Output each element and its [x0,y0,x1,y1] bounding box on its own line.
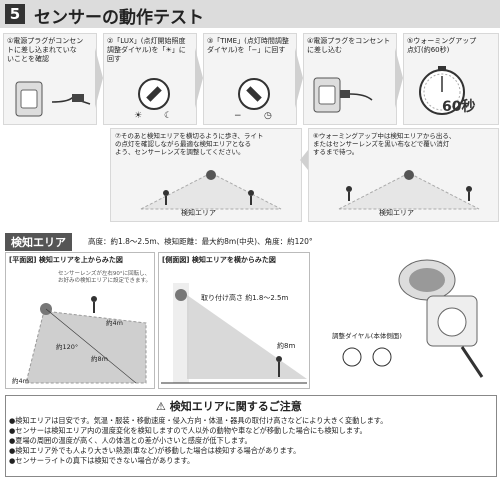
flow-arrow [395,48,403,108]
flow-arrow [295,48,303,108]
step-4-text: ④電源プラグをコンセントに差し込む [307,37,391,54]
caution-line: ●センサーライトの真下は検知できない場合があります。 [9,456,195,465]
step-1-text: ①電源プラグがコンセントに差し込まれていないことを確認 [7,37,84,63]
caution-line: ●検知エリアは目安です。気温・服装・移動速度・侵入方向・体温・器具の取付け高さな… [9,416,388,425]
timer-icon [419,66,465,115]
step-3-panel: ③「TIME」(点灯時間調整ダイヤル)を「−」に回す − ◷ [203,33,297,125]
plan-dist-2: 約8m [91,355,108,363]
side-view-dist: 約8m [277,342,296,350]
product-image: 調整ダイヤル(本体側面) [312,252,497,387]
svg-text:−: − [234,111,242,121]
caution-line: ●センサーは検知エリア内の温度変化を検知しますので人以外の動物や車などが移動した… [9,426,367,435]
plan-view-diagram [25,296,147,384]
step-4-panel: ④電源プラグをコンセントに差し込む [303,33,397,125]
section-number: 5 [5,4,25,24]
caution-line: ●検知エリア外でも人より大きい熱源(車など)が移動した場合は検知する場合がありま… [9,446,301,455]
step-6-text: ⑥ウォーミングアップ中は検知エリアから出る、またはセンサーレンズを黒い布などで覆… [313,132,456,156]
sensor-light-icon [342,259,484,378]
step-2-panel: ②「LUX」(点灯開始照度調整ダイヤル)を「☀」に回す ☀ ☾ [103,33,197,125]
svg-text:☾: ☾ [164,111,172,121]
outlet-plug-icon [313,77,373,113]
time-dial-icon: − ◷ [234,78,272,121]
plan-view-title: [平面図] 検知エリアを上からみた図 [9,256,123,264]
step-7-text: ⑦そのあと検知エリアを横切るように歩き、ライトの点灯を確認しながら最適な検知エリ… [115,132,264,156]
timer-label: 60秒 [442,99,476,115]
area-label: 検知エリア [379,209,414,217]
plan-view-note: センサーレンズが左右90°に回転し、お好みの検知エリアに設定できます。 [58,271,151,284]
plan-view-panel: [平面図] 検知エリアを上からみた図 センサーレンズが左右90°に回転し、お好み… [5,252,155,389]
svg-text:☀: ☀ [134,111,142,121]
step-5-panel: ⑤ウォーミングアップ点灯(約60秒) 60秒 [403,33,499,125]
dial-label: 調整ダイヤル(本体側面) [332,332,402,340]
detection-area-illustration [140,170,282,210]
lux-dial-icon: ☀ ☾ [134,78,172,121]
flow-arrow [95,48,103,108]
plan-dist-3: 約4m [12,377,29,385]
step-7-panel: ⑦そのあと検知エリアを横切るように歩き、ライトの点灯を確認しながら最適な検知エリ… [110,128,302,222]
area-label: 検知エリア [181,209,216,217]
flow-arrow [300,150,308,170]
detection-area-illustration [338,170,480,210]
step-1-panel: ①電源プラグがコンセントに差し込まれていないことを確認 [3,33,97,125]
plan-angle: 約120° [56,343,79,351]
side-view-panel: [側面図] 検知エリアを横からみた図 取り付け高さ 約1.8〜2.5m 約8m [158,252,310,389]
detection-spec: 高度：約1.8〜2.5m、検知距離：最大約8m(中央)、角度：約120° [88,237,313,246]
plan-dist-1: 約4m [106,319,123,327]
caution-line: ●夏場の周囲の温度が高く、人の体温との差が小さいと感度が低下します。 [9,436,252,445]
detection-tag: 検知エリア [5,233,72,251]
flow-arrow [195,48,203,108]
page-title: センサーの動作テスト [34,8,204,28]
caution-box: ⚠ 検知エリアに関するご注意 ●検知エリアは目安です。気温・服装・移動速度・侵入… [5,395,497,477]
step-2-text: ②「LUX」(点灯開始照度調整ダイヤル)を「☀」に回す [107,37,186,63]
caution-title: ⚠ 検知エリアに関するご注意 [156,400,302,413]
step-3-text: ③「TIME」(点灯時間調整ダイヤル)を「−」に回す [207,37,289,54]
svg-text:◷: ◷ [264,111,272,121]
side-view-title: [側面図] 検知エリアを横からみた図 [162,256,276,264]
side-view-diagram [161,283,307,384]
warning-icon: ⚠ [156,400,170,413]
side-view-height: 取り付け高さ 約1.8〜2.5m [201,294,289,302]
step-5-text: ⑤ウォーミングアップ点灯(約60秒) [407,37,477,54]
outlet-plug-icon [15,81,91,117]
step-6-panel: ⑥ウォーミングアップ中は検知エリアから出る、またはセンサーレンズを黒い布などで覆… [308,128,499,222]
header-bar [0,0,500,28]
